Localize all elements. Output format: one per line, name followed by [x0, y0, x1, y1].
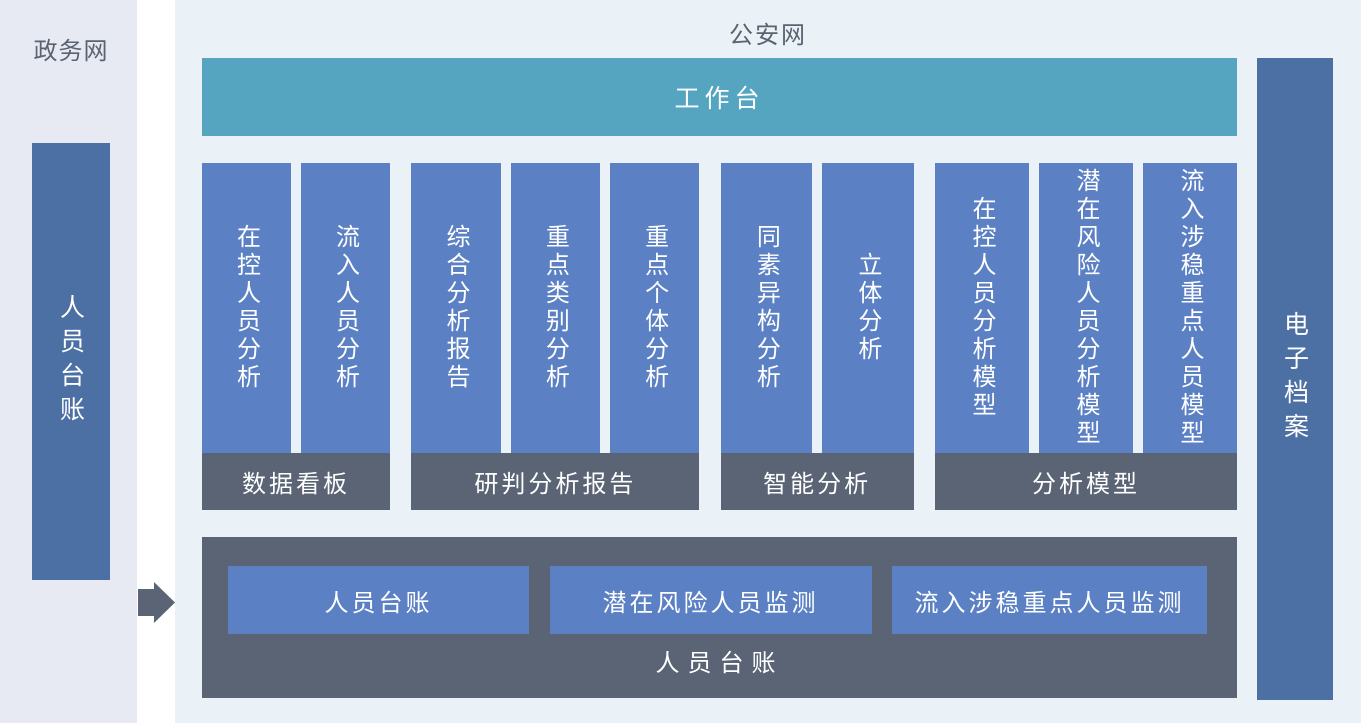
workbench-bar: 工作台 — [202, 58, 1237, 136]
personnel-ledger-sidebar: 人员台账 — [32, 143, 110, 580]
bar-comprehensive-analysis-report: 综合分析报告 — [411, 163, 501, 453]
bar-inflow-personnel-analysis: 流入人员分析 — [301, 163, 390, 453]
module-groups: 在控人员分析 流入人员分析 数据看板 综合分析报告 重点类 — [202, 163, 1237, 510]
group-data-dashboard: 在控人员分析 流入人员分析 数据看板 — [202, 163, 390, 510]
group-footer-analysis-report: 研判分析报告 — [411, 453, 700, 510]
government-network-zone: 政务网 人员台账 — [0, 0, 137, 723]
bar-key-individual-analysis: 重点个体分析 — [609, 163, 700, 453]
group-footer-analysis-models: 分析模型 — [934, 453, 1237, 510]
group-data-dashboard-bars: 在控人员分析 流入人员分析 — [202, 163, 390, 453]
group-analysis-models-bars: 在控人员分析模型 潜在风险人员分析模型 流入涉稳重点人员模型 — [934, 163, 1237, 453]
bar-label: 潜在风险人员分析模型 — [1071, 168, 1100, 448]
electronic-archives-bar: 电子档案 — [1257, 58, 1333, 700]
bar-key-category-analysis: 重点类别分析 — [510, 163, 600, 453]
bar-controlled-personnel-model: 在控人员分析模型 — [934, 163, 1029, 453]
group-footer-intelligent-analysis: 智能分析 — [720, 453, 914, 510]
group-intelligent-analysis: 同素异构分析 立体分析 智能分析 — [720, 163, 914, 510]
government-network-label: 政务网 — [33, 37, 109, 65]
bar-label: 同素异构分析 — [752, 224, 781, 392]
police-network-zone: 公安网 工作台 在控人员分析 流入人员分析 数据看板 — [175, 0, 1361, 723]
group-analysis-models: 在控人员分析模型 潜在风险人员分析模型 流入涉稳重点人员模型 分析模型 — [934, 163, 1237, 510]
bar-label: 在控人员分析 — [232, 224, 261, 392]
group-intelligent-analysis-bars: 同素异构分析 立体分析 — [720, 163, 914, 453]
bar-isomer-analysis: 同素异构分析 — [720, 163, 813, 453]
bar-inflow-key-personnel-model: 流入涉稳重点人员模型 — [1142, 163, 1237, 453]
bar-label: 流入人员分析 — [331, 224, 360, 392]
bar-stereo-analysis: 立体分析 — [822, 163, 914, 453]
bar-label: 流入涉稳重点人员模型 — [1175, 168, 1204, 448]
bar-label: 重点个体分析 — [640, 224, 669, 392]
group-analysis-report: 综合分析报告 重点类别分析 重点个体分析 研判分析报告 — [411, 163, 700, 510]
electronic-archives-bar-label: 电子档案 — [1280, 311, 1310, 447]
button-potential-risk-monitoring: 潜在风险人员监测 — [549, 566, 872, 634]
personnel-ledger-box-label: 人员台账 — [655, 649, 784, 677]
police-network-content: 工作台 在控人员分析 流入人员分析 数据看板 — [202, 58, 1237, 698]
group-footer-data-dashboard: 数据看板 — [202, 453, 390, 510]
bar-label: 立体分析 — [853, 252, 882, 364]
button-personnel-ledger: 人员台账 — [228, 566, 529, 634]
group-analysis-report-bars: 综合分析报告 重点类别分析 重点个体分析 — [411, 163, 700, 453]
personnel-ledger-buttons: 人员台账 潜在风险人员监测 流入涉稳重点人员监测 — [228, 566, 1207, 634]
button-inflow-key-monitoring: 流入涉稳重点人员监测 — [892, 566, 1207, 634]
bar-label: 在控人员分析模型 — [967, 196, 996, 420]
flow-arrow-icon — [138, 582, 175, 623]
bar-controlled-personnel-analysis: 在控人员分析 — [202, 163, 291, 453]
personnel-ledger-box: 人员台账 潜在风险人员监测 流入涉稳重点人员监测 人员台账 — [202, 537, 1237, 698]
bar-potential-risk-personnel-model: 潜在风险人员分析模型 — [1038, 163, 1133, 453]
personnel-ledger-sidebar-label: 人员台账 — [56, 293, 86, 430]
police-network-label: 公安网 — [729, 21, 807, 49]
bar-label: 重点类别分析 — [541, 224, 570, 392]
bar-label: 综合分析报告 — [441, 224, 470, 392]
